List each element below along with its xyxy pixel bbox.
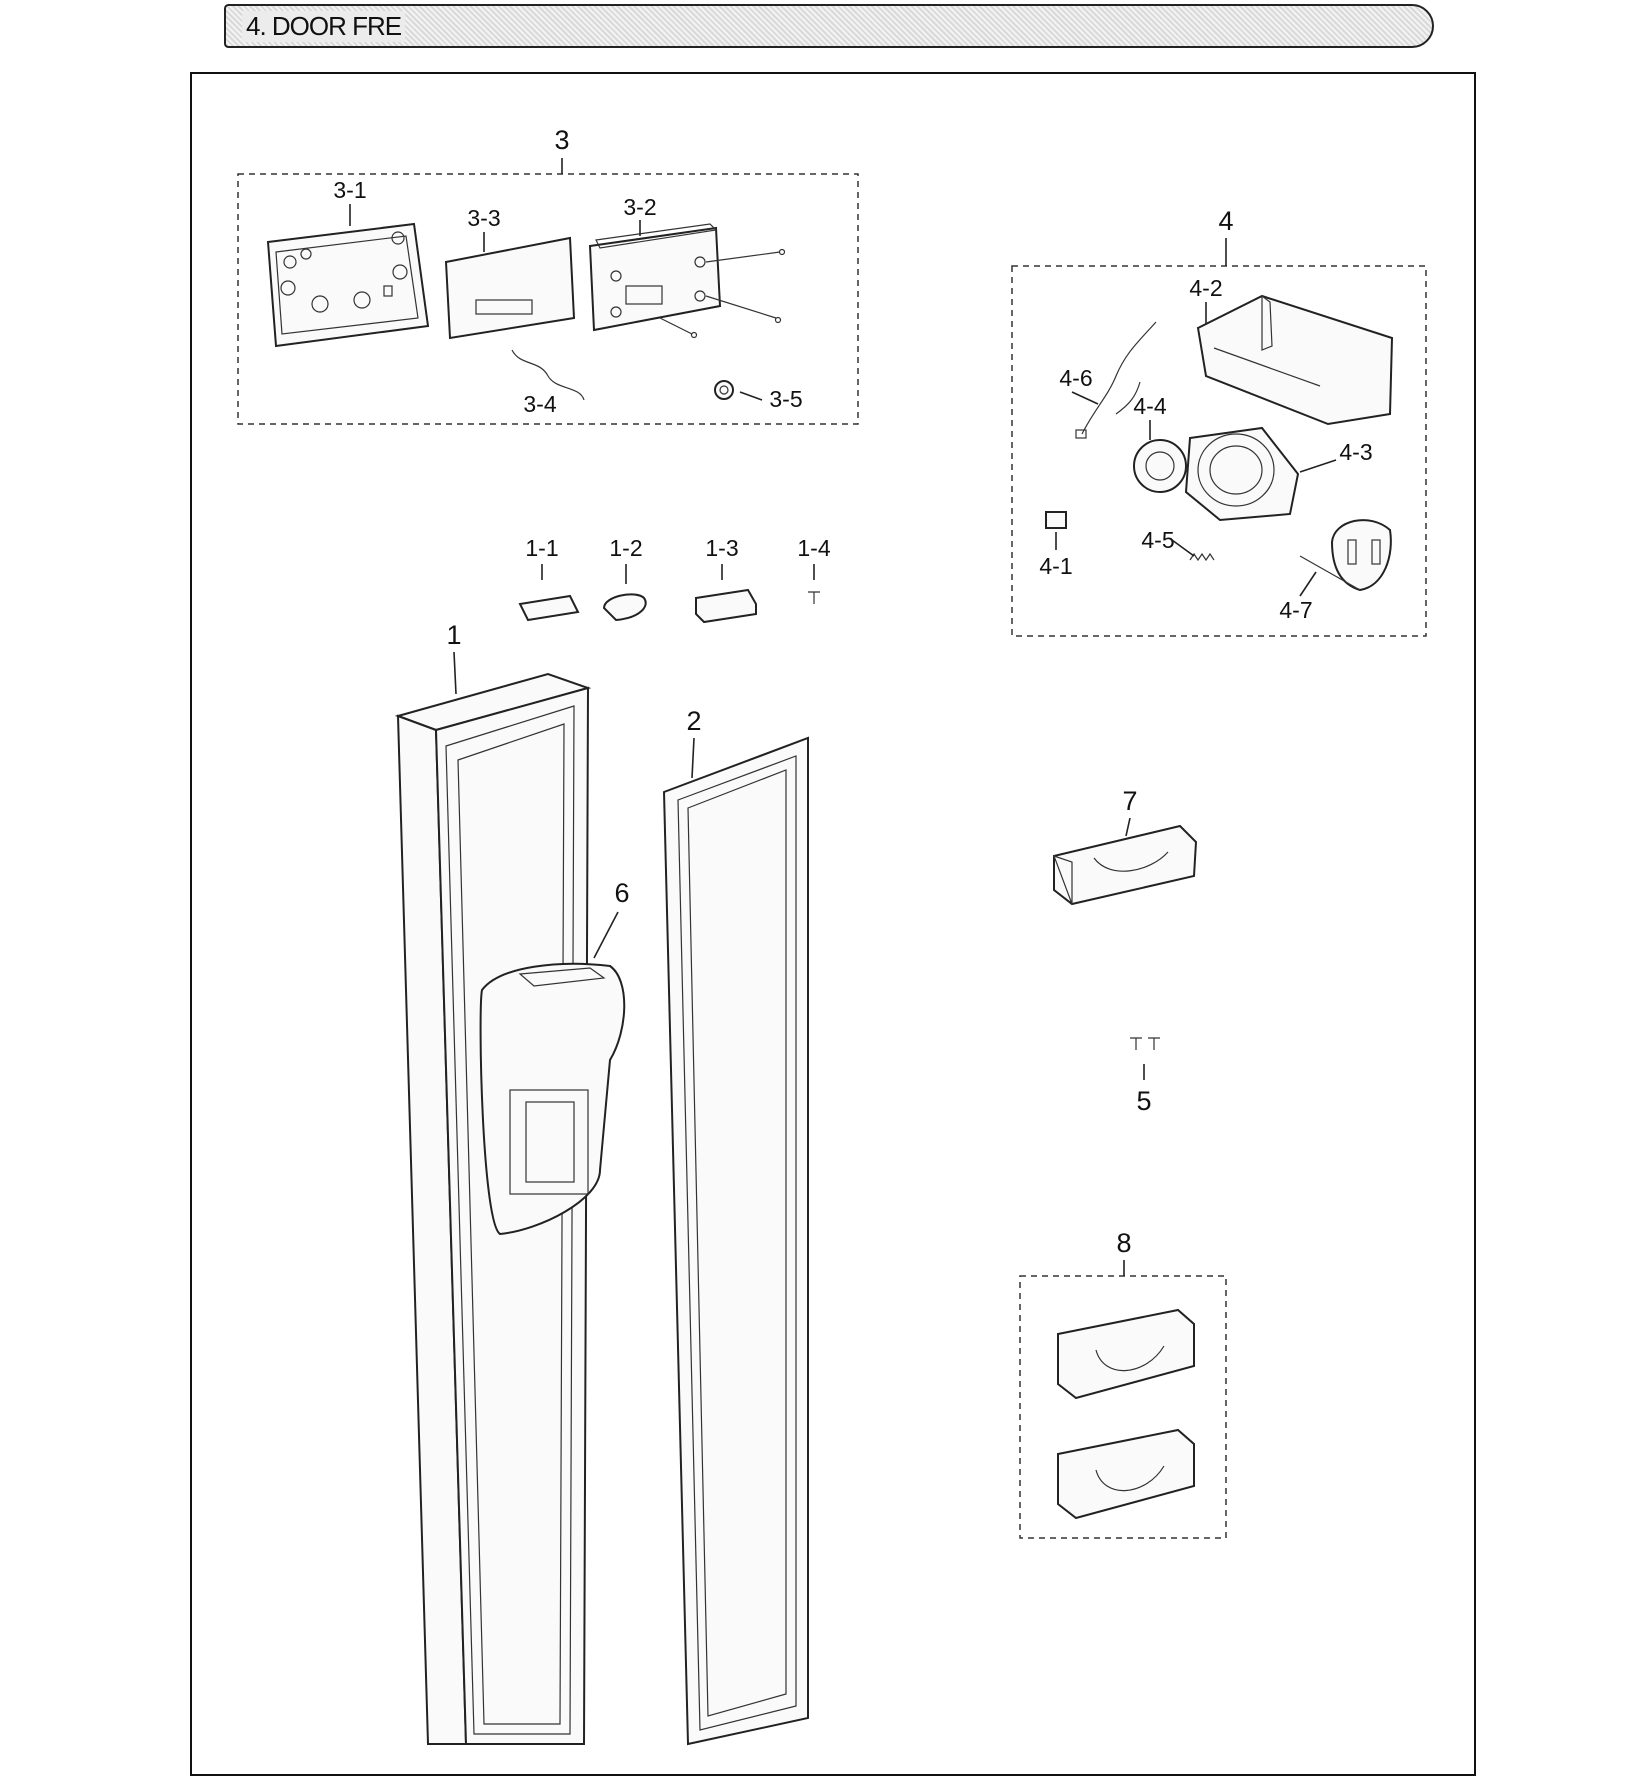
callout-4-5: 4-5: [1141, 527, 1174, 553]
callout-4-6: 4-6: [1059, 365, 1092, 391]
callout-4-3: 4-3: [1339, 439, 1372, 465]
callout-3-2: 3-2: [623, 194, 656, 220]
section-header-bar: 4. DOOR FRE: [224, 4, 1434, 48]
assembly-group-8: 8: [1019, 1228, 1227, 1539]
part-3-4-wire: [511, 349, 585, 401]
callout-1: 1: [446, 620, 461, 650]
group-3-dashed-box: [237, 173, 859, 425]
group-4-dashed-box: [1011, 265, 1427, 637]
callout-4: 4: [1218, 206, 1233, 236]
callout-1-3: 1-3: [705, 535, 738, 561]
group-8-dashed-box: [1019, 1275, 1227, 1539]
callout-6: 6: [614, 878, 629, 908]
part-3-5-component: [714, 380, 734, 400]
part-8-door-bin-lower: [1057, 1428, 1195, 1520]
section-title: 4. DOOR FRE: [242, 11, 406, 42]
part-2-door-gasket: [662, 736, 809, 1746]
part-4-3-chute-housing: [1184, 426, 1300, 522]
part-4-6-wire: [1081, 321, 1157, 435]
callout-2: 2: [686, 706, 701, 736]
callout-5: 5: [1136, 1086, 1151, 1116]
callout-3: 3: [554, 125, 569, 155]
callout-1-4: 1-4: [797, 535, 830, 561]
part-1-2-hinge-cap: [602, 593, 647, 622]
callout-6-leader: [593, 911, 619, 959]
part-3-2-housing: [588, 223, 786, 339]
callout-1-2: 1-2: [609, 535, 642, 561]
callout-8: 8: [1116, 1228, 1131, 1258]
part-5-screws: [1130, 1037, 1160, 1050]
part-1-freezer-door: [394, 672, 626, 1745]
part-4-5-spring: [1189, 552, 1215, 562]
callout-4-4: 4-4: [1133, 393, 1166, 419]
assembly-group-3: 3 3-1 3-3: [237, 125, 859, 425]
part-3-1-panel: [266, 222, 430, 348]
callout-3-4: 3-4: [523, 391, 556, 417]
callout-3-5: 3-5: [769, 386, 802, 412]
part-8-door-bin-upper: [1057, 1308, 1195, 1400]
callout-4-1: 4-1: [1039, 553, 1072, 579]
part-4-1-switch: [1045, 511, 1067, 529]
callout-4-7: 4-7: [1279, 597, 1312, 623]
callout-3-3: 3-3: [467, 205, 500, 231]
callout-3-1: 3-1: [333, 177, 366, 203]
part-4-7-flap: [1299, 519, 1392, 592]
callout-7: 7: [1122, 786, 1137, 816]
callout-1-1: 1-1: [525, 535, 558, 561]
part-7-door-bin: [1052, 824, 1198, 906]
hinge-parts-1-x: 1-1 1-2 1-3 1-4: [518, 535, 831, 624]
callout-4-2: 4-2: [1189, 275, 1222, 301]
assembly-group-4: 4 4-2 4-6 4-4 4-3 4: [1011, 206, 1427, 637]
part-4-2-bracket: [1196, 294, 1394, 426]
part-4-4-motor: [1133, 439, 1187, 493]
part-1-4-screw: [808, 591, 820, 604]
part-1-3-block: [695, 588, 757, 624]
part-1-1-hinge-plate: [518, 594, 580, 622]
part-3-3-board: [444, 236, 576, 340]
